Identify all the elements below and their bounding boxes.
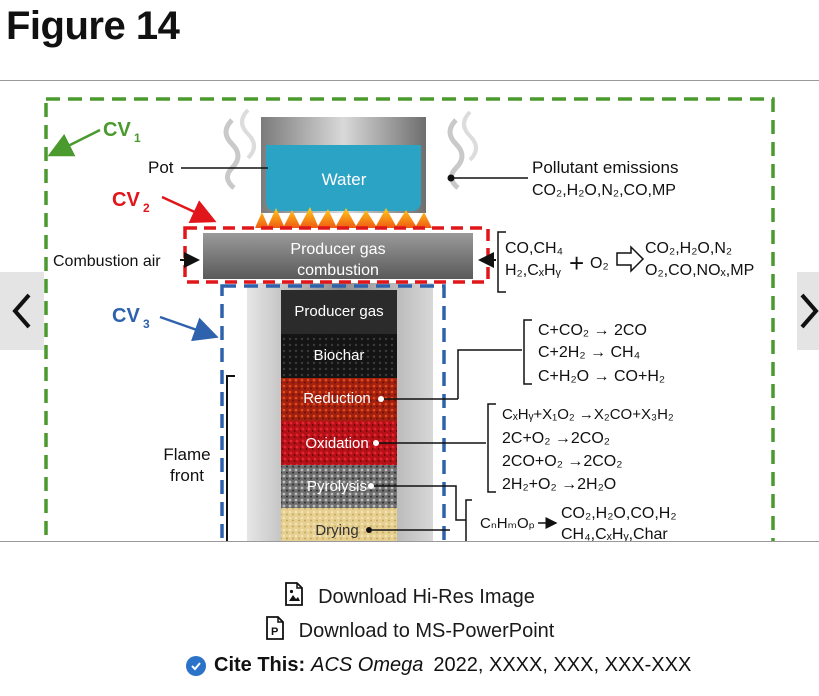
svg-text:Producer gas: Producer gas <box>290 241 385 258</box>
gasifier-stove-diagram: CV 1 Water Pot Pollutant emissions CO₂,H… <box>44 97 775 541</box>
svg-text:H₂,CₓHᵧ: H₂,CₓHᵧ <box>505 262 562 279</box>
svg-text:C+CO₂ → 2CO: C+CO₂ → 2CO <box>538 322 647 339</box>
cite-label: Cite This: <box>214 654 306 676</box>
combustion-chamber <box>203 233 473 279</box>
svg-text:2H₂+O₂ →2H₂O: 2H₂+O₂ →2H₂O <box>502 476 616 493</box>
check-circle-icon <box>186 655 206 676</box>
cv1-boundary <box>44 97 775 541</box>
svg-text:CO₂,H₂O,CO,H₂: CO₂,H₂O,CO,H₂ <box>561 505 677 522</box>
svg-text:1: 1 <box>134 131 141 145</box>
image-file-icon <box>284 582 304 612</box>
svg-text:Drying: Drying <box>315 522 358 539</box>
svg-text:2: 2 <box>143 201 150 215</box>
cv3-boundary <box>220 284 446 541</box>
zone-reduction <box>281 378 397 421</box>
svg-text:combustion: combustion <box>297 262 379 279</box>
download-hires-label[interactable]: Download Hi-Res Image <box>318 585 535 608</box>
divider-bottom <box>0 541 819 542</box>
reaction-arrow <box>616 245 645 273</box>
cv3-label: CV <box>112 305 140 327</box>
figure-title: Figure 14 <box>6 4 180 48</box>
previous-figure-button[interactable] <box>0 272 44 350</box>
svg-text:Pyrolysis: Pyrolysis <box>307 478 367 495</box>
svg-text:+: + <box>569 248 584 278</box>
svg-text:Producer gas: Producer gas <box>294 303 383 320</box>
svg-text:front: front <box>170 466 204 485</box>
cite-journal: ACS Omega <box>311 654 424 676</box>
flames <box>255 207 432 228</box>
chevron-left-icon <box>12 293 31 329</box>
powerpoint-file-icon: P <box>265 616 285 646</box>
svg-text:O₂,CO,NOₓ,MP: O₂,CO,NOₓ,MP <box>645 262 754 279</box>
pollutant-title: Pollutant emissions <box>532 158 678 177</box>
svg-text:CO,CH₄: CO,CH₄ <box>505 240 563 257</box>
svg-text:CO₂,H₂O,N₂: CO₂,H₂O,N₂ <box>645 240 732 257</box>
svg-text:Oxidation: Oxidation <box>305 435 368 452</box>
download-ppt-link[interactable]: P Download to MS-PowerPoint <box>0 616 819 646</box>
svg-text:Biochar: Biochar <box>314 347 365 364</box>
cite-reference: 2022, XXXX, XXX, XXX-XXX <box>433 654 692 676</box>
svg-text:2CO+O₂ →2CO₂: 2CO+O₂ →2CO₂ <box>502 453 622 470</box>
cv2-label: CV <box>112 189 140 211</box>
svg-text:P: P <box>271 626 278 638</box>
next-figure-button[interactable] <box>797 272 819 350</box>
smoke <box>223 118 241 190</box>
divider-top <box>0 80 819 81</box>
pot-label: Pot <box>148 158 174 177</box>
svg-text:3: 3 <box>143 317 150 331</box>
download-ppt-label[interactable]: Download to MS-PowerPoint <box>298 619 555 642</box>
download-hires-link[interactable]: Download Hi-Res Image <box>0 582 819 612</box>
svg-text:Water: Water <box>322 170 367 189</box>
cv1-arrow <box>47 128 101 157</box>
flame-front-label: Flame <box>163 445 210 464</box>
zone-producer-gas <box>281 290 397 334</box>
svg-text:C+H₂O → CO+H₂: C+H₂O → CO+H₂ <box>538 368 665 385</box>
svg-text:Reduction: Reduction <box>303 390 371 407</box>
chevron-right-icon <box>800 293 819 329</box>
svg-text:CH₄,CₓHᵧ,Char: CH₄,CₓHᵧ,Char <box>561 526 668 541</box>
svg-text:2C+O₂ →2CO₂: 2C+O₂ →2CO₂ <box>502 430 610 447</box>
svg-text:O₂: O₂ <box>590 255 609 272</box>
figure-image: CV 1 Water Pot Pollutant emissions CO₂,H… <box>0 81 819 541</box>
svg-text:CₙHₘOₚ: CₙHₘOₚ <box>480 515 535 532</box>
combustion-air-label: Combustion air <box>53 253 161 270</box>
cv1-label: CV <box>103 119 131 141</box>
svg-text:CₓHᵧ+X₁O₂ →X₂CO+X₃H₂: CₓHᵧ+X₁O₂ →X₂CO+X₃H₂ <box>502 406 674 423</box>
zone-biochar <box>281 334 397 378</box>
water <box>266 145 421 211</box>
cite-this: Cite This: ACS Omega 2022, XXXX, XXX, XX… <box>186 654 691 677</box>
svg-text:C+2H₂ → CH₄: C+2H₂ → CH₄ <box>538 344 640 361</box>
zone-drying <box>281 508 397 541</box>
pollutant-species: CO₂,H₂O,N₂,CO,MP <box>532 182 676 199</box>
